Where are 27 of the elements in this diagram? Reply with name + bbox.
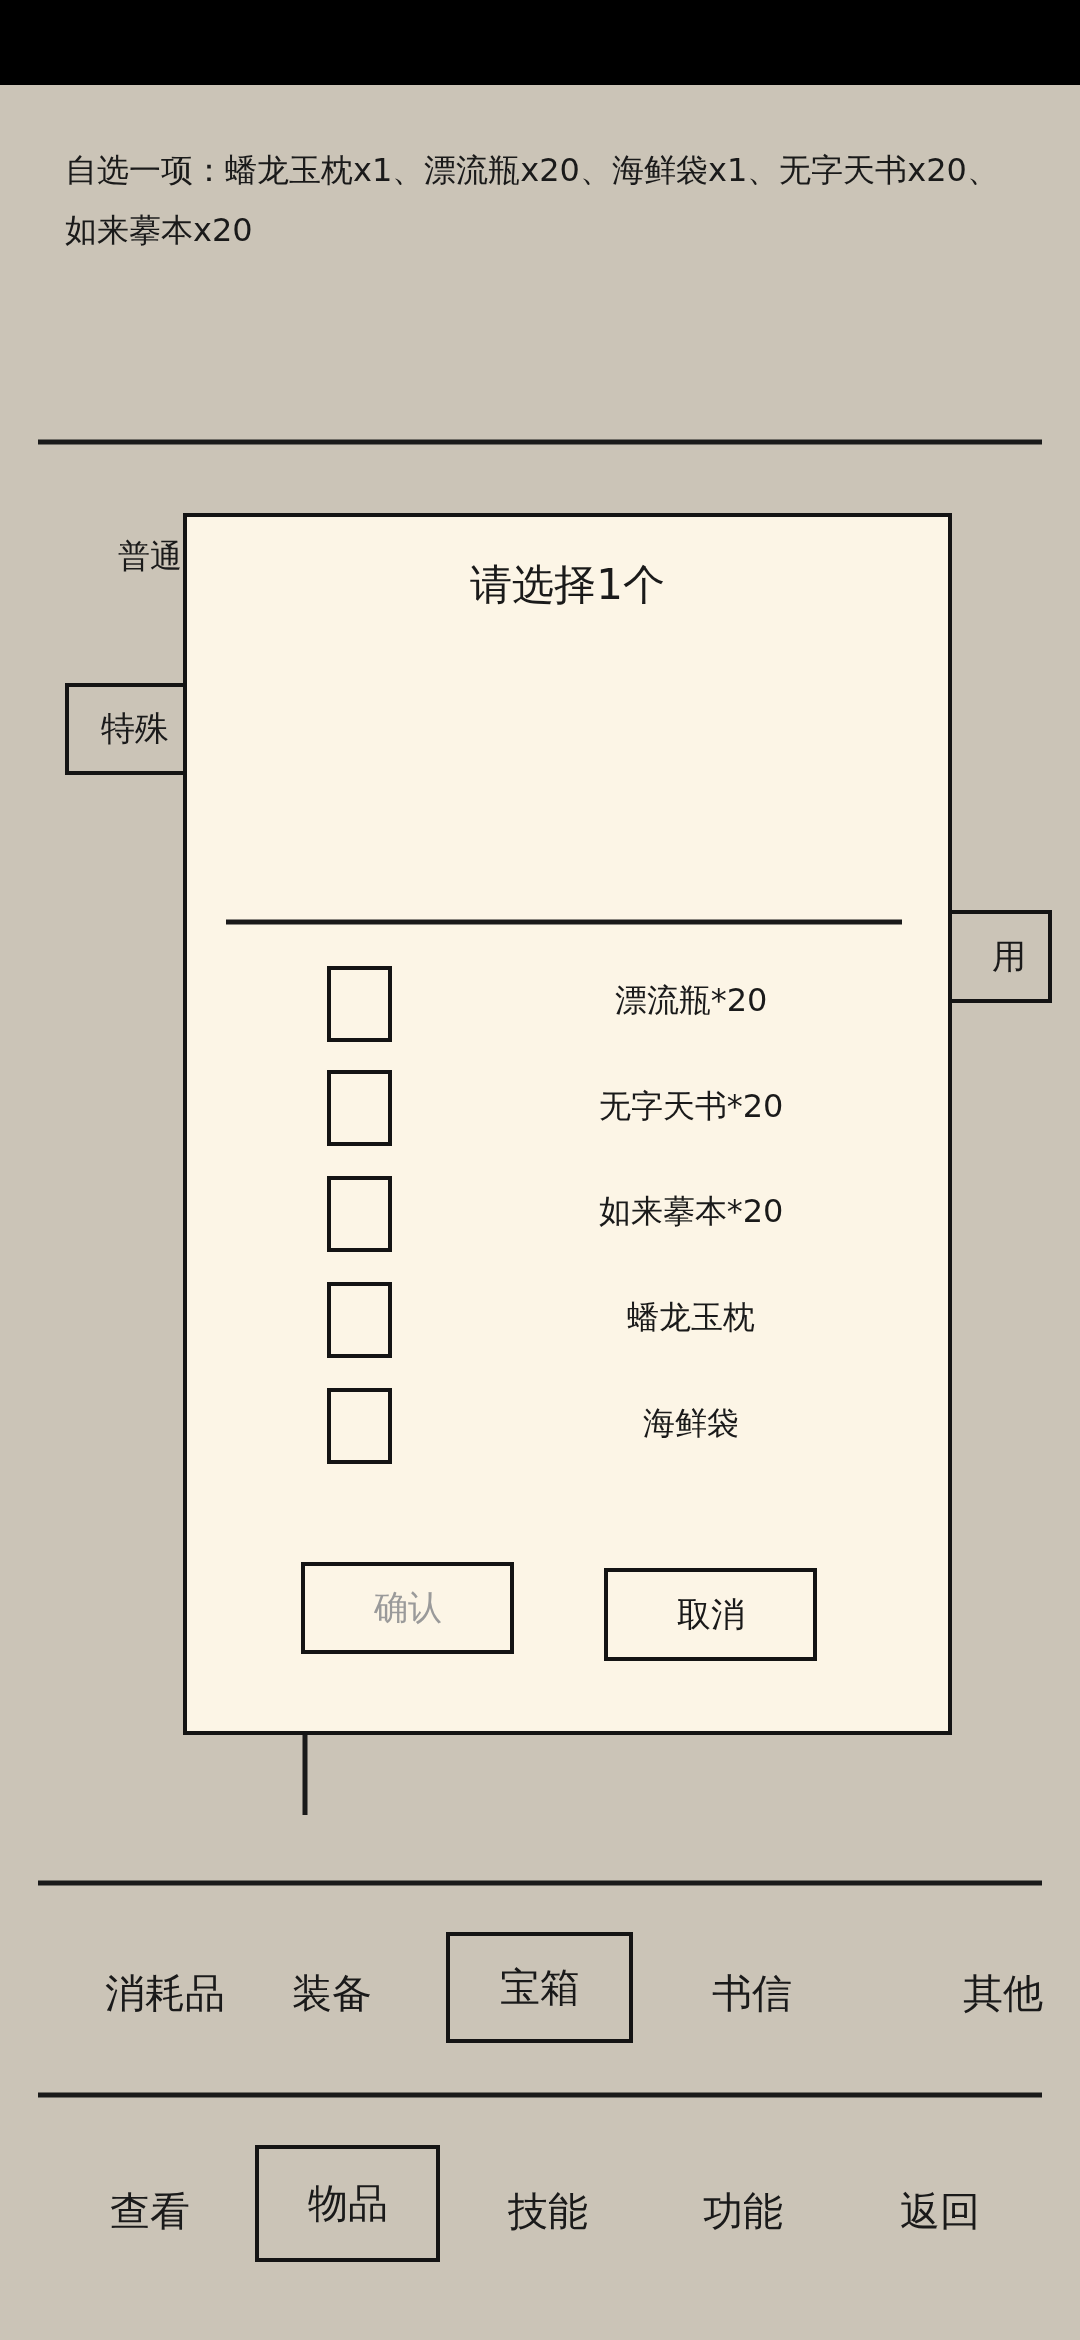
status-bar: [0, 0, 1080, 85]
option-label: 海鲜袋: [642, 1403, 740, 1444]
checkbox: [327, 1176, 392, 1252]
tab-label: 返回: [899, 2187, 981, 2236]
checkbox: [327, 1282, 392, 1358]
tab-label: 技能: [507, 2187, 589, 2236]
tab-label: 其他: [962, 1969, 1044, 2018]
option-label: 无字天书*20: [597, 1086, 785, 1127]
tab-button: 宝箱: [446, 1932, 633, 2043]
tab-label: 装备: [291, 1969, 373, 2018]
dialog-title: 请选择1个: [469, 559, 666, 611]
dialog-panel: [183, 513, 952, 1735]
category-label: 普通: [118, 536, 182, 577]
dialog-button: 确认: [301, 1562, 514, 1654]
tab-label: 书信: [711, 1969, 793, 2018]
tab-label: 查看: [109, 2187, 191, 2236]
option-label: 如来摹本*20: [597, 1191, 785, 1232]
tab-button: 物品: [255, 2145, 440, 2262]
tab-label: 消耗品: [104, 1969, 226, 2018]
option-label: 漂流瓶*20: [613, 980, 769, 1021]
tab-label: 功能: [702, 2187, 784, 2236]
checkbox: [327, 966, 392, 1042]
checkbox: [327, 1070, 392, 1146]
option-label: 蟠龙玉枕: [626, 1297, 756, 1338]
dialog-button: 取消: [604, 1568, 817, 1661]
checkbox: [327, 1388, 392, 1464]
reward-description: 自选一项：蟠龙玉枕x1、漂流瓶x20、海鲜袋x1、无字天书x20、如来摹本x20: [65, 150, 1000, 251]
